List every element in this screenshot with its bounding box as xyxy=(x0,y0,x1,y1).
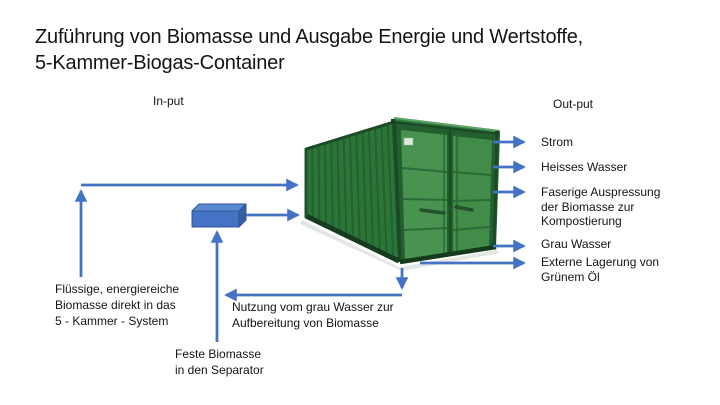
output-label-gruenes-oel: Externe Lagerung von Grünem Öl xyxy=(541,255,660,284)
container-door-creases xyxy=(401,167,492,231)
container-door-handles xyxy=(419,205,474,215)
container-door-right xyxy=(453,136,492,252)
input-label-liquid-biomass: Flüssige, energiereiche Biomasse direkt … xyxy=(55,282,180,328)
output-label-faserige: Faserige Auspressung der Biomasse zur Ko… xyxy=(541,185,661,228)
biogas-container-illustration xyxy=(300,117,501,271)
container-roof-highlight xyxy=(393,117,501,132)
container-corrugation xyxy=(311,123,395,260)
input-label-grey-water-recycle: Nutzung vom grau Wasser zur Aufbereitung… xyxy=(232,300,394,330)
container-label-plate xyxy=(403,137,414,146)
separator-box xyxy=(191,203,247,228)
flow-arrows xyxy=(74,135,526,342)
output-heading: Out-put xyxy=(553,97,594,111)
output-label-grau-wasser: Grau Wasser xyxy=(541,237,612,251)
input-heading: In-put xyxy=(153,94,184,108)
slide-title: Zuführung von Biomasse und Ausgabe Energ… xyxy=(35,26,584,74)
input-label-solid-biomass: Feste Biomasse in den Separator xyxy=(175,347,264,377)
output-label-strom: Strom xyxy=(541,135,574,149)
container-lock-rods xyxy=(443,134,458,253)
output-label-heisses-wasser: Heisses Wasser xyxy=(541,160,628,174)
container-frame xyxy=(304,120,500,265)
container-door-left xyxy=(401,130,447,259)
container-shadow xyxy=(300,220,500,271)
